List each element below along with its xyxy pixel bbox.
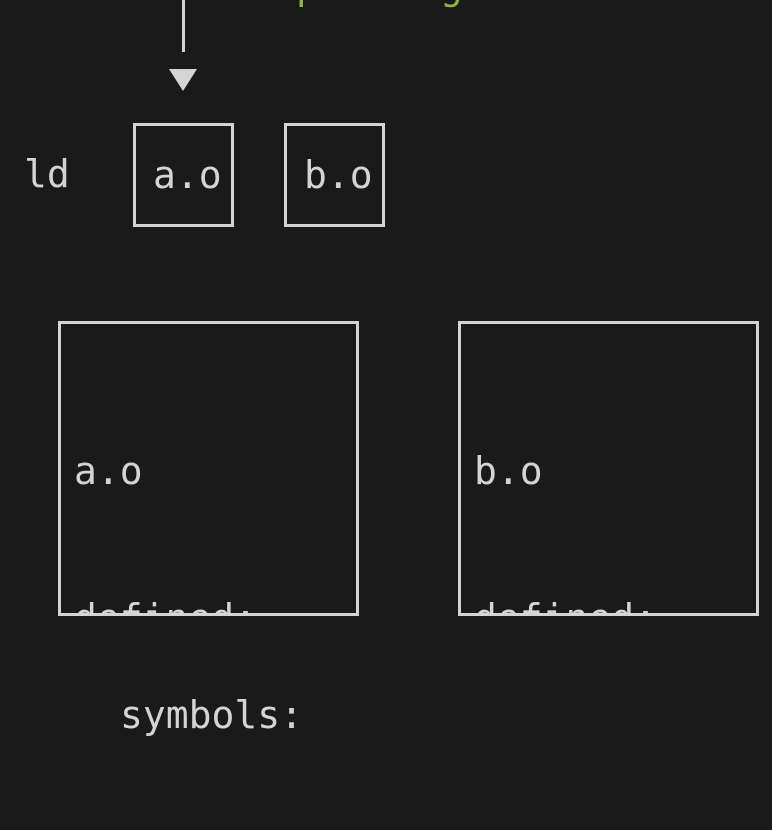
down-arrow-stem <box>182 0 185 52</box>
object-file-box-a[interactable]: a.o <box>133 123 234 227</box>
stage-label-ld: ld <box>24 152 70 196</box>
symbol-table-panel-b: b.o defined: dependency <box>458 321 759 616</box>
clipped-text-fragment-left: p <box>296 0 319 5</box>
clipped-top-text-row: p g <box>0 0 772 8</box>
symbols-caption: symbols: <box>120 693 304 737</box>
clipped-text-fragment-right: g <box>440 0 463 5</box>
symbol-line: defined: <box>474 594 756 613</box>
object-file-label: b.o <box>304 153 373 197</box>
symbol-line: defined: <box>74 594 356 613</box>
object-file-label: a.o <box>153 153 222 197</box>
symbol-table-panel-a: a.o defined: myfunc undefined: dependenc… <box>58 321 359 616</box>
object-file-box-b[interactable]: b.o <box>284 123 385 227</box>
symbol-line: b.o <box>474 449 543 493</box>
symbol-line: a.o <box>74 449 143 493</box>
down-arrow-icon <box>169 69 197 91</box>
